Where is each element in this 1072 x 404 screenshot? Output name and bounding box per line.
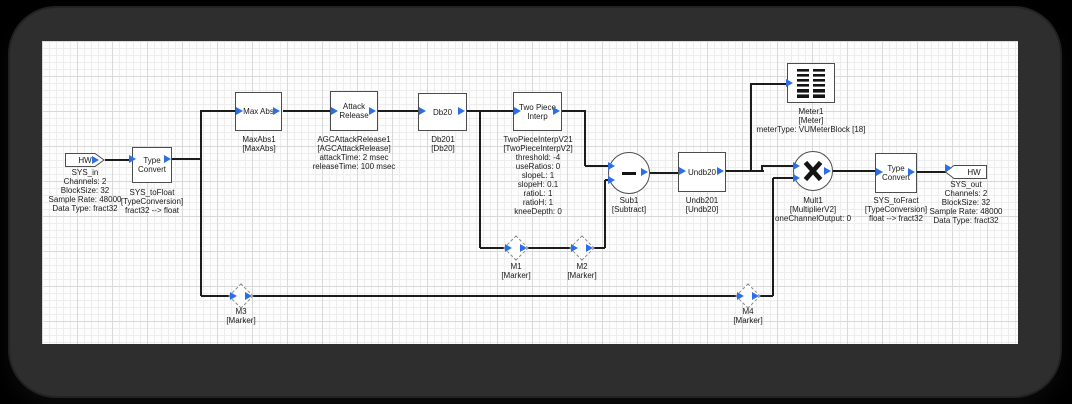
block-title: Attack Release: [339, 102, 369, 120]
output-port-icon[interactable]: [458, 107, 465, 115]
block-title: Db20: [432, 107, 453, 117]
wire: [378, 110, 418, 112]
input-port-icon[interactable]: [793, 174, 800, 182]
wire: [201, 295, 773, 297]
wire: [650, 172, 678, 174]
block-twopieceinterpv21[interactable]: Two Piece Interp: [513, 92, 562, 131]
input-port-icon[interactable]: [331, 107, 338, 115]
block-title: Max Abs: [243, 107, 274, 116]
block-title: Type Convert: [881, 164, 910, 182]
wire: [751, 83, 789, 85]
input-port-icon[interactable]: [679, 167, 686, 175]
output-port-icon[interactable]: [553, 107, 560, 115]
wire: [105, 159, 132, 161]
caption-meter1: Meter1[Meter]meterType: VUMeterBlock [18…: [756, 107, 866, 134]
wire: [750, 83, 752, 171]
wire: [832, 170, 875, 172]
wire: [773, 177, 795, 179]
input-port-icon[interactable]: [129, 155, 136, 163]
caption-m3: M3[Marker]: [226, 307, 256, 325]
input-port-icon[interactable]: [945, 164, 952, 172]
caption-m1: M1[Marker]: [501, 262, 531, 280]
wire: [917, 171, 947, 173]
caption-m2: M2[Marker]: [567, 262, 597, 280]
block-title: HW: [78, 155, 92, 165]
caption-maxabs1: MaxAbs1[MaxAbs]: [242, 135, 276, 153]
input-port-icon[interactable]: [514, 107, 521, 115]
wire: [479, 110, 481, 248]
caption-agcattackrelease1: AGCAttackRelease1[AGCAttackRelease]attac…: [312, 135, 396, 171]
output-port-icon[interactable]: [164, 155, 171, 163]
block-sys-in[interactable]: HW: [65, 153, 105, 167]
input-port-icon[interactable]: [786, 79, 793, 87]
input-port-icon[interactable]: [793, 162, 800, 170]
wire: [467, 110, 513, 112]
caption-twopieceinterpv21: TwoPieceInterpV21[TwoPieceInterpV2]thres…: [503, 135, 573, 216]
wire: [604, 180, 606, 248]
minus-icon: [622, 171, 636, 175]
block-title: Type Convert: [137, 156, 166, 174]
wire: [726, 170, 764, 172]
wire: [762, 165, 795, 167]
caption-db201: Db201[Db20]: [431, 135, 455, 153]
caption-m4: M4[Marker]: [733, 307, 763, 325]
output-port-icon[interactable]: [369, 107, 376, 115]
output-port-icon[interactable]: [245, 292, 252, 300]
input-port-icon[interactable]: [230, 292, 237, 300]
output-port-icon[interactable]: [92, 156, 99, 164]
block-sys-tofloat[interactable]: Type Convert: [132, 147, 172, 183]
input-port-icon[interactable]: [608, 176, 615, 184]
wire: [200, 110, 202, 296]
vu-meter-icon: [797, 69, 825, 98]
output-port-icon[interactable]: [586, 244, 593, 252]
wire: [480, 247, 605, 249]
output-port-icon[interactable]: [908, 168, 915, 176]
wire: [761, 165, 763, 172]
input-port-icon[interactable]: [876, 168, 883, 176]
output-port-icon[interactable]: [641, 168, 648, 176]
wire: [584, 110, 586, 166]
output-port-icon[interactable]: [273, 107, 280, 115]
wire: [562, 110, 585, 112]
block-meter1[interactable]: [787, 63, 835, 103]
wire: [172, 158, 201, 160]
input-port-icon[interactable]: [737, 292, 744, 300]
wire: [201, 110, 236, 112]
block-db201[interactable]: Db20: [418, 93, 467, 131]
multiply-icon: [803, 160, 823, 182]
input-port-icon[interactable]: [608, 162, 615, 170]
output-port-icon[interactable]: [520, 244, 527, 252]
caption-undb201: Undb201[Undb20]: [685, 196, 719, 214]
block-title: Two Piece Interp: [519, 102, 556, 121]
caption-sub1: Sub1[Subtract]: [611, 196, 647, 214]
output-port-icon[interactable]: [824, 167, 831, 175]
output-port-icon[interactable]: [752, 292, 759, 300]
wire: [585, 165, 613, 167]
input-port-icon[interactable]: [236, 107, 243, 115]
caption-mult1: Mult1[MultiplierV2]oneChannelOutput: 0: [774, 196, 852, 223]
input-port-icon[interactable]: [419, 107, 426, 115]
block-title: HW: [967, 167, 981, 177]
caption-sys-tofract: SYS_toFract[TypeConversion]float --> fra…: [864, 196, 928, 223]
input-port-icon[interactable]: [571, 244, 578, 252]
block-title: Undb20: [687, 167, 717, 177]
input-port-icon[interactable]: [505, 244, 512, 252]
caption-sys-tofloat: SYS_toFloat[TypeConversion]fract32 --> f…: [120, 188, 184, 215]
wire: [283, 110, 330, 112]
wire: [772, 178, 774, 296]
output-port-icon[interactable]: [717, 167, 724, 175]
